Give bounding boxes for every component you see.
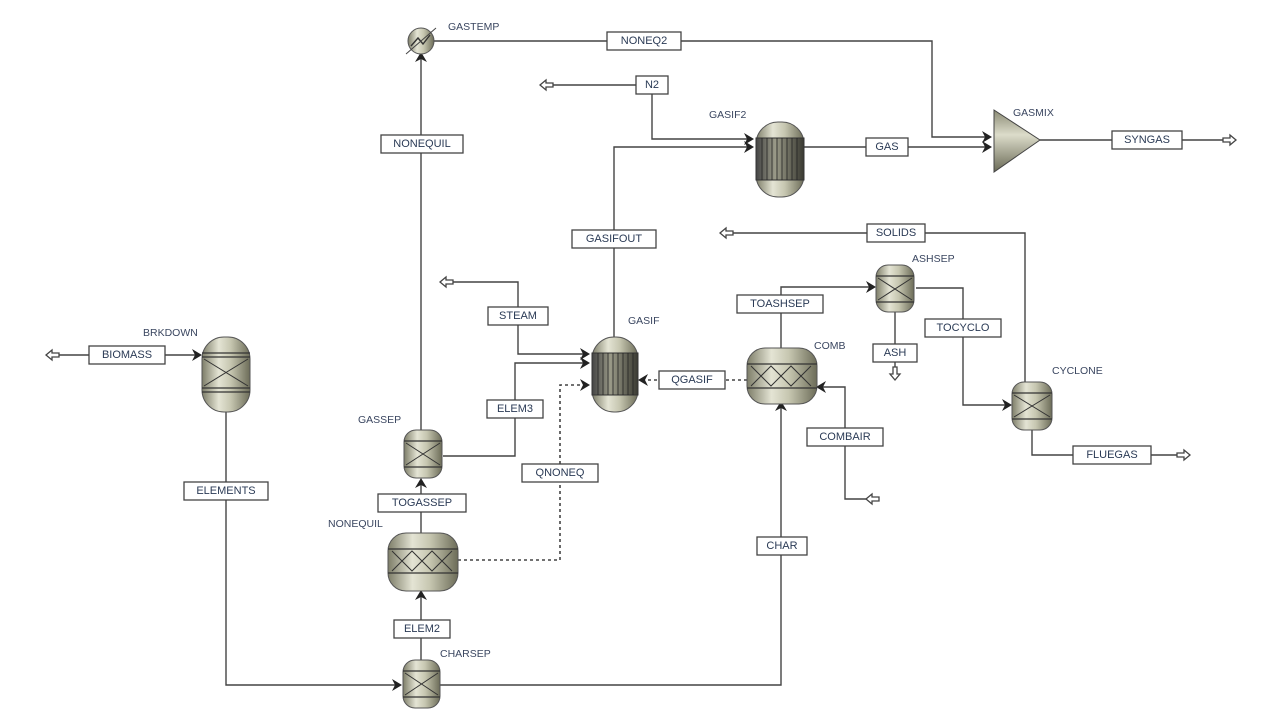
block-label-gasif2: GASIF2	[709, 109, 747, 121]
block-brkdown[interactable]	[201, 336, 251, 413]
stream-label-fluegas[interactable]: FLUEGAS	[1072, 445, 1152, 465]
stream-label-syngas[interactable]: SYNGAS	[1111, 130, 1183, 150]
svg-text:NONEQUIL: NONEQUIL	[393, 138, 450, 150]
svg-text:GAS: GAS	[875, 141, 898, 153]
svg-text:TOGASSEP: TOGASSEP	[392, 497, 452, 509]
stream-label-qnoneq[interactable]: QNONEQ	[521, 463, 599, 483]
stream-label-qgasif[interactable]: QGASIF	[658, 370, 726, 390]
block-gasif[interactable]	[591, 336, 639, 413]
stream-label-char[interactable]: CHAR	[756, 536, 808, 556]
stream-label-noneq2[interactable]: NONEQ2	[606, 31, 682, 51]
stream-label-toashsep[interactable]: TOASHSEP	[736, 294, 824, 314]
block-ashsep[interactable]	[875, 264, 915, 313]
stream-line-toashsep[interactable]	[780, 286, 874, 350]
ports	[44, 78, 1238, 506]
svg-text:ASH: ASH	[884, 347, 907, 359]
stream-label-ash[interactable]: ASH	[872, 343, 918, 363]
svg-text:ELEM2: ELEM2	[404, 623, 440, 635]
stream-line-char[interactable]	[440, 403, 782, 686]
stream-label-nonequil[interactable]: NONEQUIL	[380, 134, 464, 154]
svg-text:FLUEGAS: FLUEGAS	[1086, 449, 1137, 461]
stream-label-tocyclo[interactable]: TOCYCLO	[924, 318, 1002, 338]
block-label-comb: COMB	[814, 340, 846, 352]
block-label-nonequil: NONEQUIL	[328, 518, 383, 530]
stream-label-steam[interactable]: STEAM	[487, 306, 549, 326]
block-label-gastemp: GASTEMP	[448, 21, 499, 33]
svg-text:QNONEQ: QNONEQ	[536, 467, 585, 479]
svg-text:QGASIF: QGASIF	[671, 374, 713, 386]
product-port-syngas-icon[interactable]	[1222, 133, 1238, 147]
stream-label-gas[interactable]: GAS	[865, 137, 909, 157]
stream-line-tocyclo[interactable]	[916, 287, 1010, 406]
stream-label-combair[interactable]: COMBAIR	[806, 427, 884, 447]
svg-text:CHAR: CHAR	[766, 540, 797, 552]
product-port-ash-icon[interactable]	[888, 366, 902, 382]
svg-text:NONEQ2: NONEQ2	[621, 35, 667, 47]
svg-text:N2: N2	[645, 79, 659, 91]
svg-text:TOCYCLO: TOCYCLO	[937, 322, 990, 334]
stream-line-noneq2[interactable]	[434, 40, 990, 138]
arrowheads	[192, 52, 1012, 691]
feed-port-steam-icon[interactable]	[438, 275, 454, 289]
stream-labels: NONEQ2 N2 NONEQUIL GAS SYNGAS SOLIDS GAS…	[88, 31, 1183, 639]
svg-text:BIOMASS: BIOMASS	[102, 349, 152, 361]
svg-text:SYNGAS: SYNGAS	[1124, 134, 1170, 146]
stream-label-n2[interactable]: N2	[635, 75, 669, 95]
stream-line-elements[interactable]	[225, 410, 400, 686]
feed-port-biomass-icon[interactable]	[44, 348, 60, 362]
stream-line-qnoneq[interactable]	[458, 384, 588, 561]
block-cyclone[interactable]	[1011, 381, 1053, 431]
block-label-gasif: GASIF	[628, 315, 660, 327]
svg-text:COMBAIR: COMBAIR	[819, 431, 870, 443]
block-label-gasmix: GASMIX	[1013, 107, 1054, 119]
svg-text:TOASHSEP: TOASHSEP	[750, 298, 810, 310]
svg-text:GASIFOUT: GASIFOUT	[586, 233, 643, 245]
feed-port-n2-icon[interactable]	[538, 78, 554, 92]
svg-text:ELEM3: ELEM3	[497, 403, 533, 415]
stream-label-elem2[interactable]: ELEM2	[393, 619, 451, 639]
block-labels: GASTEMP GASIF2 GASMIX GASIF ASHSEP COMB …	[143, 21, 1103, 660]
block-gasif2[interactable]	[755, 121, 805, 198]
svg-text:STEAM: STEAM	[499, 310, 537, 322]
stream-label-solids[interactable]: SOLIDS	[866, 223, 926, 243]
feed-port-combair-icon[interactable]	[864, 492, 880, 506]
stream-label-gasifout[interactable]: GASIFOUT	[571, 229, 657, 249]
product-port-solids-icon[interactable]	[718, 226, 734, 240]
stream-line-n2[interactable]	[552, 84, 752, 140]
block-label-cyclone: CYCLONE	[1052, 365, 1103, 377]
stream-label-biomass[interactable]: BIOMASS	[88, 345, 166, 365]
stream-label-elements[interactable]: ELEMENTS	[183, 481, 269, 501]
stream-label-togassep[interactable]: TOGASSEP	[377, 493, 467, 513]
block-label-brkdown: BRKDOWN	[143, 327, 198, 339]
stream-label-elem3[interactable]: ELEM3	[486, 399, 544, 419]
block-gastemp[interactable]	[405, 27, 437, 55]
block-label-charsep: CHARSEP	[440, 648, 491, 660]
stream-line-gasifout[interactable]	[613, 146, 752, 338]
svg-text:SOLIDS: SOLIDS	[876, 227, 916, 239]
block-gasmix[interactable]	[993, 109, 1041, 173]
block-label-gassep: GASSEP	[358, 414, 401, 426]
block-nonequil[interactable]	[387, 532, 459, 592]
product-port-fluegas-icon[interactable]	[1176, 448, 1192, 462]
block-comb[interactable]	[746, 347, 818, 405]
block-gassep[interactable]	[403, 429, 443, 479]
block-label-ashsep: ASHSEP	[912, 253, 955, 265]
svg-text:ELEMENTS: ELEMENTS	[196, 485, 255, 497]
stream-line-solids[interactable]	[732, 232, 1026, 385]
block-charsep[interactable]	[402, 659, 441, 709]
